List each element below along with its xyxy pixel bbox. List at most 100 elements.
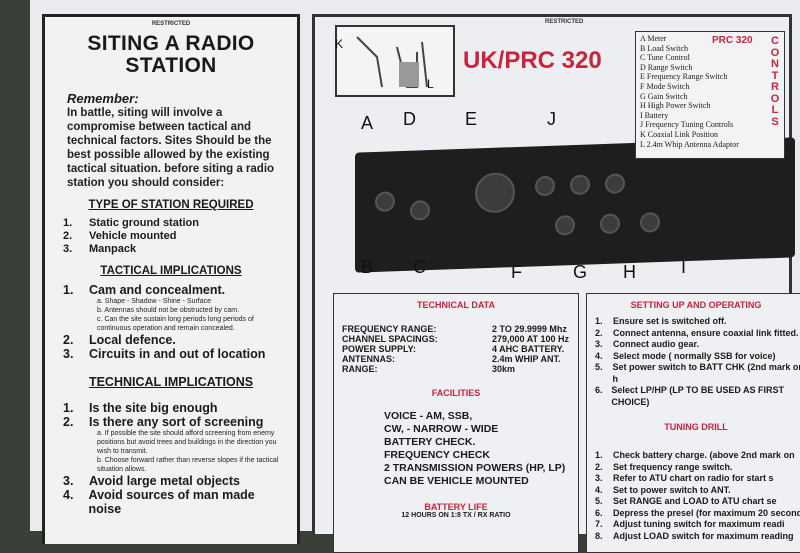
intro-text: In battle, siting will involve a comprom…: [67, 107, 275, 189]
item-number: 2.: [63, 230, 73, 242]
item-text: Check battery charge. (above 2nd mark on: [613, 450, 795, 460]
radio-title: UK/PRC 320: [463, 47, 602, 74]
list-item: 3.Connect audio gear.: [587, 339, 800, 351]
list-item: 3.Circuits in and out of location: [55, 347, 287, 361]
remember-heading: Remember:: [67, 91, 139, 106]
item-text: Static ground station: [89, 217, 199, 229]
item-number: 6.: [595, 507, 603, 518]
list-item: 2. Is there any sort of screening: [55, 415, 287, 429]
facility-item: VOICE - AM, SSB,: [384, 410, 473, 422]
callout-label-e: E: [465, 109, 478, 129]
item-text: Cam and concealment.: [89, 283, 226, 297]
item-text: Set power switch to BATT CHK (2nd mark o…: [612, 362, 800, 384]
callout-label-h: H: [623, 262, 636, 282]
tech-data-label: RANGE:: [342, 364, 378, 374]
legend-title: PRC 320: [712, 35, 753, 46]
control-legend-item: J Frequency Tuning Controls: [640, 120, 734, 130]
item-number: 1.: [595, 316, 603, 326]
item-number: 1.: [595, 450, 603, 460]
knob-icon: [640, 212, 660, 233]
item-text: Ensure set is switched off.: [613, 316, 727, 326]
item-number: 1.: [63, 217, 73, 229]
item-number: 3.: [595, 339, 603, 349]
list-item: 4.Avoid sources of man made noise: [55, 488, 287, 516]
item-text: Circuits in and out of location: [89, 347, 266, 361]
tech-data-label: CHANNEL SPACINGS:: [342, 334, 438, 344]
knob-icon: [605, 173, 625, 194]
callout-label-b: B: [361, 257, 374, 277]
list-item: 7. Adjust tuning switch for maximum readi: [587, 519, 800, 531]
knob-icon: [570, 174, 590, 196]
control-legend-item: K Coaxial Link Position: [640, 129, 718, 139]
knob-icon: [555, 215, 575, 236]
list-item: 4.Set to power switch to ANT.: [587, 485, 800, 497]
control-legend-item: F Mode Switch: [640, 81, 690, 91]
item-number: 8.: [595, 530, 603, 541]
item-number: 3.: [595, 473, 603, 483]
list-item: 2.Vehicle mounted: [55, 230, 287, 243]
item-number: 2.: [63, 415, 74, 429]
list-item: 2.Local defence.: [55, 333, 287, 347]
list-item: 8.Adjust LOAD switch for maximum reading: [587, 531, 800, 543]
sub-item: a. If possible the site should afford sc…: [97, 430, 277, 455]
control-legend-item: E Frequency Range Switch: [640, 72, 728, 82]
restricted-marking: RESTRICTED: [545, 19, 584, 25]
list-item: 1. Ensure set is switched off.: [587, 316, 800, 328]
battery-life-text: 12 HOURS ON 1:8 TX / RX RATIO: [401, 512, 511, 519]
prc320-panel: RESTRICTED UK/PRC 320 PRC 320 CONTROLS A…: [312, 14, 800, 553]
callout-label-f: F: [511, 262, 522, 282]
item-text: Is the site big enough: [89, 401, 218, 415]
type-heading: TYPE OF STATION REQUIRED: [88, 199, 254, 211]
list-item: 1.Cam and concealment.: [55, 283, 287, 297]
control-legend-item: L 2.4m Whip Antenna Adaptor: [640, 139, 739, 149]
list-item: 5.Set RANGE and LOAD to ATU chart se: [587, 496, 800, 508]
facilities-heading: FACILITIES: [431, 388, 481, 398]
knob-icon: [475, 172, 515, 214]
item-number: 7.: [595, 519, 603, 529]
sub-item: b. Antennas should not be obstructed by …: [97, 307, 240, 314]
item-number: 4.: [63, 488, 74, 502]
callout-label-a: A: [361, 113, 374, 133]
technical-data-heading: TECHNICAL DATA: [417, 300, 495, 310]
item-text: Depress the presel (for maximum 20 secon…: [613, 507, 800, 518]
knob-icon: [410, 200, 430, 221]
setup-heading: SETTING UP AND OPERATING: [630, 300, 762, 310]
tech-data-label: ANTENNAS:: [342, 354, 395, 364]
item-text: Adjust tuning switch for maximum readi: [613, 519, 785, 529]
technical-heading: TECHNICAL IMPLICATIONS: [88, 375, 254, 389]
list-item: 6.Select LP/HP (LP TO BE USED AS FIRST C…: [587, 385, 800, 408]
tactical-heading: TACTICAL IMPLICATIONS: [100, 265, 242, 277]
list-item: 4.Select mode ( normally SSB for voice): [587, 351, 800, 363]
item-number: 1.: [63, 401, 74, 415]
sub-item: b. Choose forward rather than reverse sl…: [97, 457, 279, 473]
item-text: Avoid large metal objects: [89, 474, 240, 488]
list-item: 3. Refer to ATU chart on radio for start …: [587, 473, 800, 485]
item-number: 4.: [595, 484, 603, 495]
tech-data-value: 2 TO 29.9999 Mhz: [492, 324, 567, 334]
item-text: Set frequency range switch.: [613, 461, 733, 472]
antenna-diagram: [335, 25, 455, 97]
callout-label-c: C: [413, 257, 426, 277]
sub-item: a. Shape - Shadow - Shine - Surface: [97, 298, 212, 305]
legend-side-title: CONTROLS: [770, 35, 780, 128]
list-item: 6. Depress the presel (for maximum 20 sec…: [587, 508, 800, 520]
item-text: Refer to ATU chart on radio for start s: [613, 473, 774, 483]
item-text: Is there any sort of screening: [89, 415, 264, 429]
list-item: 3.Avoid large metal objects: [55, 474, 287, 488]
tech-data-label: FREQUENCY RANGE:: [342, 324, 437, 334]
item-number: 5.: [595, 362, 603, 372]
callout-label-k: K: [335, 37, 344, 51]
facility-item: 2 TRANSMISSION POWERS (HP, LP): [384, 462, 566, 474]
panel-title: SITING A RADIO STATION: [87, 32, 255, 77]
facility-item: FREQUENCY CHECK: [384, 449, 490, 461]
item-number: 5.: [595, 496, 603, 506]
tech-data-value: 2.4m WHIP ANT.: [492, 354, 561, 364]
callout-label-j: J: [547, 109, 556, 129]
control-legend-item: I Battery: [640, 110, 669, 120]
list-item: 5. Set power switch to BATT CHK (2nd mark…: [587, 362, 800, 385]
battery-life-heading: BATTERY LIFE: [424, 502, 488, 512]
technical-data-box: TECHNICAL DATA FREQUENCY RANGE:CHANNEL S…: [333, 293, 579, 553]
item-number: 2.: [63, 333, 74, 347]
callout-label-l: L: [427, 77, 434, 91]
